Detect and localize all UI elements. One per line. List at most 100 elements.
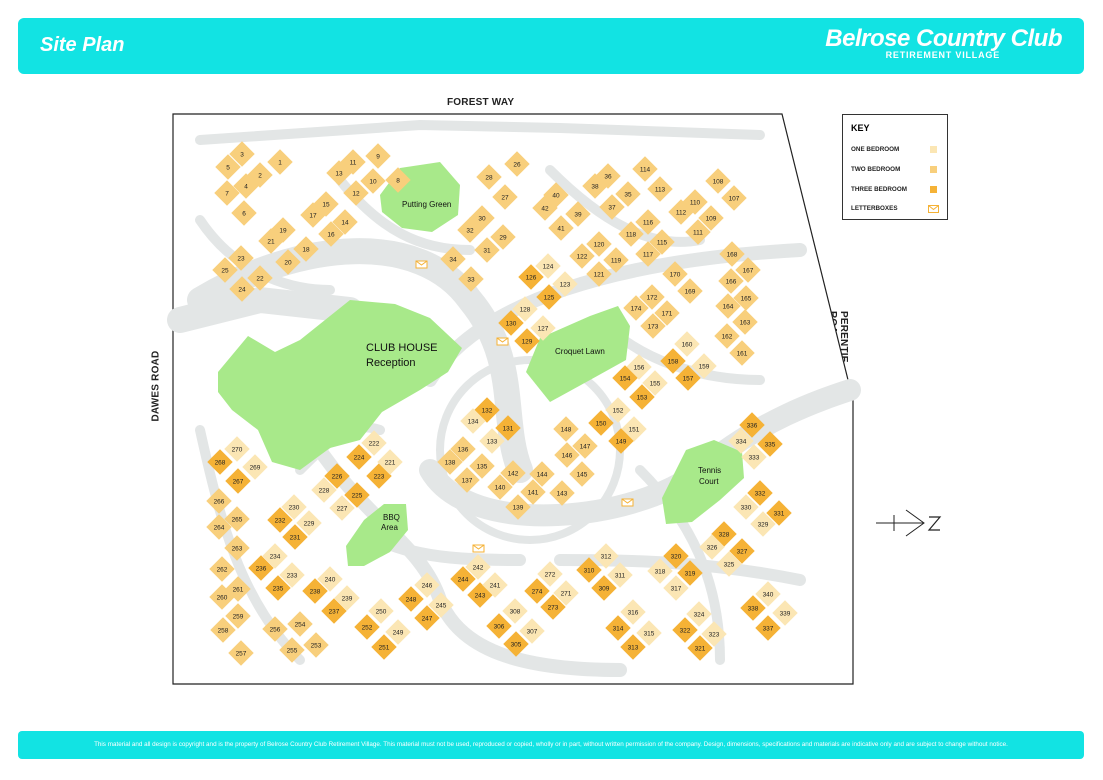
- unit-321: 321: [687, 635, 713, 661]
- unit-shape: [642, 370, 668, 396]
- unit-shape: [603, 247, 629, 273]
- unit-107: 107: [721, 185, 747, 211]
- unit-shape: [536, 284, 562, 310]
- unit-26: 26: [504, 151, 530, 177]
- unit-246: 246: [414, 572, 440, 598]
- unit-shape: [505, 494, 531, 520]
- unit-number: 1: [278, 160, 282, 167]
- unit-221: 221: [377, 449, 403, 475]
- unit-shape: [231, 200, 257, 226]
- unit-number: 23: [237, 256, 245, 263]
- unit-number: 142: [508, 471, 519, 478]
- unit-number: 159: [699, 364, 710, 371]
- unit-159: 159: [691, 353, 717, 379]
- unit-shape: [344, 482, 370, 508]
- unit-number: 25: [221, 268, 229, 275]
- unit-shape: [739, 412, 765, 438]
- unit-number: 120: [594, 242, 605, 249]
- unit-number: 28: [485, 175, 493, 182]
- clubhouse-label: CLUB HOUSE: [366, 342, 438, 354]
- unit-shape: [698, 205, 724, 231]
- unit-114: 114: [632, 156, 658, 182]
- unit-164: 164: [715, 293, 741, 319]
- unit-number: 130: [506, 321, 517, 328]
- unit-14: 14: [332, 209, 358, 235]
- unit-247: 247: [414, 605, 440, 631]
- unit-34: 34: [440, 246, 466, 272]
- unit-38: 38: [582, 173, 608, 199]
- unit-number: 136: [458, 447, 469, 454]
- unit-149: 149: [608, 428, 634, 454]
- unit-number: 144: [537, 472, 548, 479]
- unit-number: 128: [520, 307, 531, 314]
- unit-number: 326: [707, 545, 718, 552]
- unit-number: 315: [644, 631, 655, 638]
- unit-shape: [233, 173, 259, 199]
- unit-shape: [605, 615, 631, 641]
- unit-shape: [599, 194, 625, 220]
- unit-shape: [495, 415, 521, 441]
- unit-235: 235: [265, 575, 291, 601]
- unit-number: 38: [591, 184, 599, 191]
- unit-108: 108: [705, 168, 731, 194]
- unit-244: 244: [450, 566, 476, 592]
- unit-number: 135: [477, 464, 488, 471]
- key-label: THREE BEDROOM: [851, 186, 907, 193]
- unit-115: 115: [649, 229, 675, 255]
- unit-137: 137: [454, 467, 480, 493]
- unit-shape: [504, 151, 530, 177]
- unit-shape: [215, 154, 241, 180]
- unit-172: 172: [639, 284, 665, 310]
- unit-15: 15: [313, 191, 339, 217]
- unit-shape: [329, 495, 355, 521]
- unit-shape: [640, 313, 666, 339]
- unit-9: 9: [365, 143, 391, 169]
- unit-number: 233: [287, 573, 298, 580]
- croquet-lawn-label: Croquet Lawn: [555, 347, 605, 356]
- unit-shape: [454, 467, 480, 493]
- unit-262: 262: [209, 556, 235, 582]
- unit-number: 235: [273, 586, 284, 593]
- unit-224: 224: [346, 444, 372, 470]
- key-swatch: [930, 166, 937, 173]
- unit-shape: [685, 219, 711, 245]
- unit-shape: [414, 572, 440, 598]
- unit-257: 257: [228, 640, 254, 666]
- unit-shape: [672, 617, 698, 643]
- unit-shape: [586, 231, 612, 257]
- unit-number: 108: [713, 179, 724, 186]
- unit-111: 111: [685, 219, 711, 245]
- key-swatch: [930, 186, 937, 193]
- unit-shape: [636, 620, 662, 646]
- unit-307: 307: [519, 618, 545, 644]
- unit-number: 263: [232, 546, 243, 553]
- unit-116: 116: [635, 209, 661, 235]
- unit-shape: [721, 185, 747, 211]
- unit-shape: [210, 617, 236, 643]
- clubhouse-shape: [218, 300, 462, 470]
- unit-number: 266: [214, 499, 225, 506]
- unit-shape: [279, 637, 305, 663]
- unit-number: 229: [304, 521, 315, 528]
- unit-29: 29: [490, 224, 516, 250]
- key-three-bedroom: THREE BEDROOM: [851, 186, 941, 193]
- unit-334: 334: [728, 428, 754, 454]
- unit-158: 158: [660, 348, 686, 374]
- unit-31: 31: [474, 237, 500, 263]
- copyright-notice: This material and all design is copyrigh…: [94, 741, 1008, 748]
- unit-170: 170: [662, 261, 688, 287]
- unit-number: 3: [240, 152, 244, 159]
- unit-144: 144: [529, 461, 555, 487]
- unit-shape: [569, 243, 595, 269]
- unit-shape: [532, 195, 558, 221]
- unit-shape: [715, 293, 741, 319]
- unit-125: 125: [536, 284, 562, 310]
- unit-shape: [716, 551, 742, 577]
- units-layer: 1234567891011121314151617181920212223242…: [206, 141, 798, 666]
- unit-33: 33: [458, 266, 484, 292]
- unit-132: 132: [474, 397, 500, 423]
- unit-119: 119: [603, 247, 629, 273]
- unit-shape: [591, 575, 617, 601]
- unit-number: 40: [552, 193, 560, 200]
- unit-245: 245: [428, 592, 454, 618]
